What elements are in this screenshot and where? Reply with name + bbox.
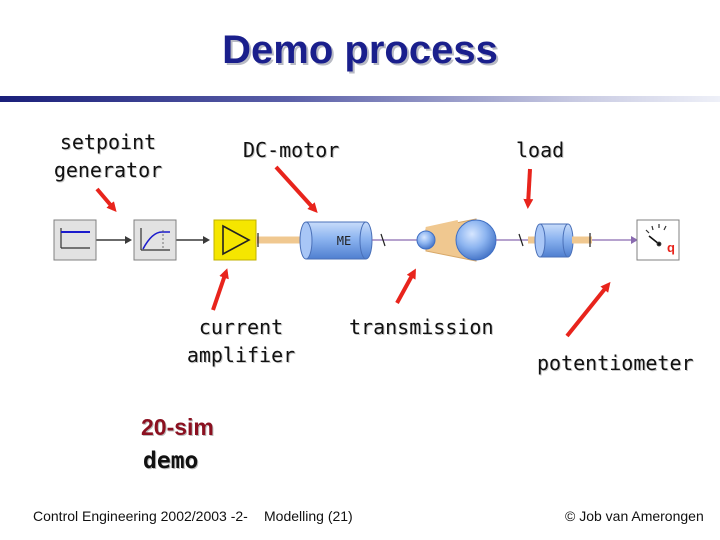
potentiometer-block: q bbox=[636, 219, 680, 261]
title-underline-bar bbox=[0, 96, 720, 102]
label-potentiometer: potentiometer bbox=[537, 351, 694, 375]
label-load: load bbox=[516, 138, 565, 162]
arrow-setpoint-generator bbox=[95, 187, 117, 213]
arrow-current-amplifier bbox=[211, 268, 229, 311]
label-current-amplifier-line1: current bbox=[198, 315, 284, 339]
slide-title: Demo process bbox=[222, 28, 498, 72]
load-block bbox=[528, 223, 592, 258]
arrow-transmission bbox=[395, 268, 416, 304]
dc-motor-block: ME bbox=[299, 221, 373, 260]
label-setpoint-generator-line1: setpoint bbox=[59, 130, 157, 154]
label-current-amplifier-line2: amplifier bbox=[186, 343, 296, 367]
demo-link[interactable]: demo bbox=[143, 448, 199, 474]
label-setpoint-generator: setpoint generator bbox=[48, 128, 168, 184]
ramp-block bbox=[133, 219, 177, 261]
belt-transmission-icon bbox=[455, 219, 497, 261]
amplifier-triangle-icon bbox=[222, 224, 251, 256]
annotation-arrows bbox=[95, 165, 611, 338]
step-block bbox=[53, 219, 97, 261]
link-arrowhead-2 bbox=[203, 236, 210, 244]
potentiometer-icon bbox=[645, 224, 667, 247]
small-pulley-icon bbox=[416, 230, 436, 250]
label-setpoint-generator-line2: generator bbox=[53, 158, 163, 182]
footer-course: Control Engineering 2002/2003 -2- bbox=[33, 508, 248, 524]
label-dc-motor: DC-motor bbox=[243, 138, 340, 162]
current-amplifier-block bbox=[213, 219, 257, 261]
potentiometer-symbol: q bbox=[667, 240, 675, 255]
label-transmission: transmission bbox=[349, 315, 494, 339]
footer-section: Modelling (21) bbox=[264, 508, 353, 524]
belt-transmission bbox=[416, 218, 497, 262]
arrow-dc-motor bbox=[274, 165, 318, 213]
signal-links bbox=[96, 236, 210, 244]
dc-motor-label: ME bbox=[337, 234, 351, 248]
label-current-amplifier: current amplifier bbox=[180, 313, 302, 369]
footer-copyright: © Job van Amerongen bbox=[565, 508, 704, 524]
link-arrowhead-1 bbox=[125, 236, 132, 244]
arrow-load bbox=[523, 168, 534, 209]
arrow-potentiometer bbox=[565, 281, 611, 338]
brand-20-sim: 20-sim bbox=[141, 414, 214, 440]
